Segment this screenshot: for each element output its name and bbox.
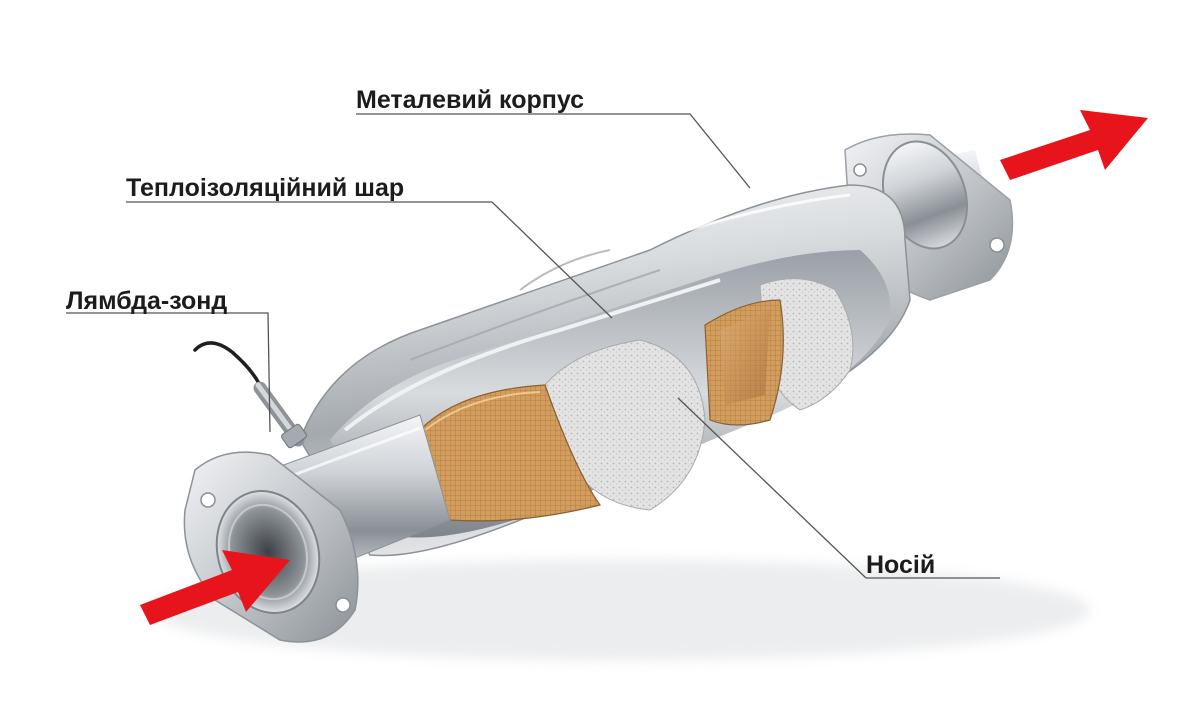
label-insulation-layer: Теплоізоляційний шар xyxy=(126,174,405,202)
leader-line-substrate xyxy=(677,397,1000,579)
leader-line-lambda xyxy=(66,312,271,433)
outlet-flow-arrow xyxy=(1000,110,1148,180)
lambda-probe xyxy=(193,341,307,449)
label-lambda-probe: Лямбда-зонд xyxy=(66,287,228,315)
ceramic-substrate xyxy=(418,299,784,522)
leader-line-insulation xyxy=(126,201,613,319)
floor-reflection xyxy=(150,560,1090,660)
insulation-mat xyxy=(544,278,854,511)
label-metal-housing: Металевий корпус xyxy=(356,86,585,114)
leader-lines xyxy=(66,113,1000,579)
leader-line-housing xyxy=(356,113,751,189)
label-substrate: Носій xyxy=(866,551,936,579)
inlet-flow-arrow xyxy=(140,550,290,625)
